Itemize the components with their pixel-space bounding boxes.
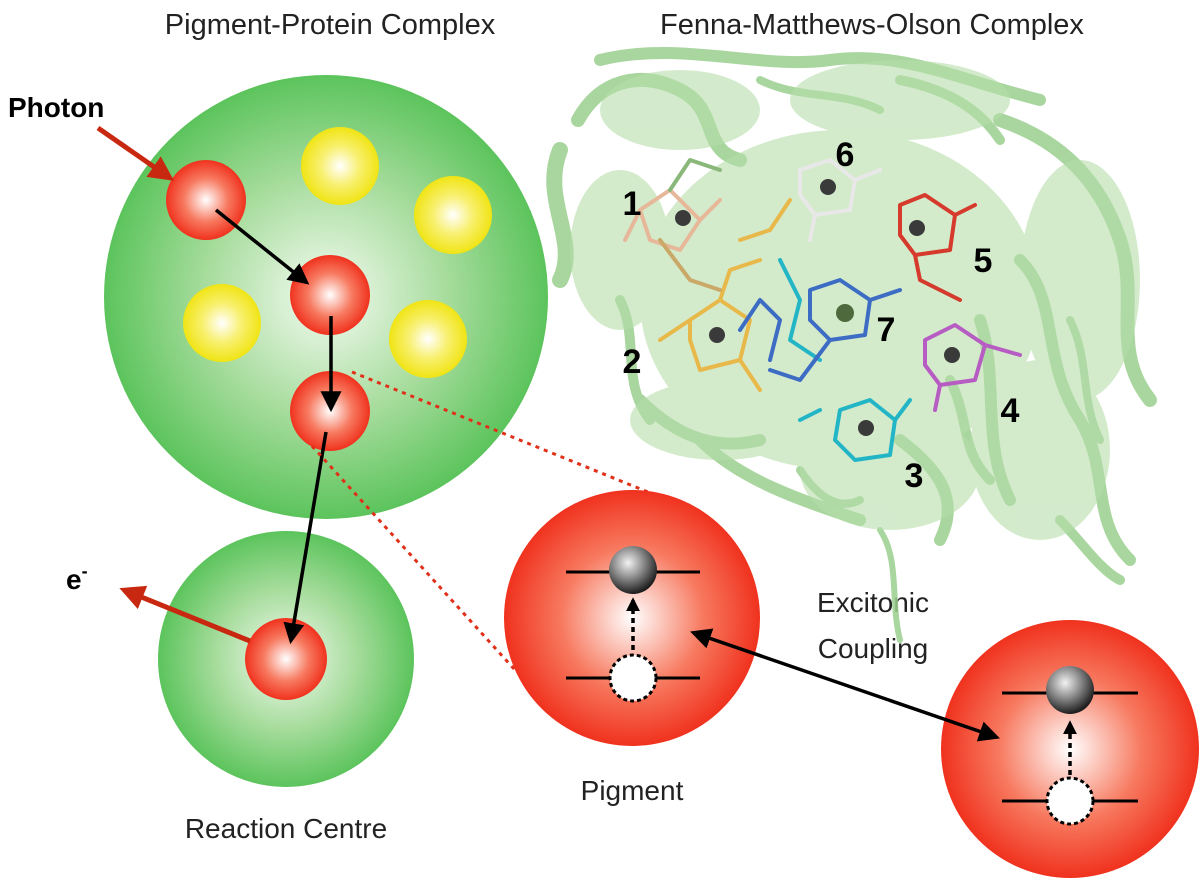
fmo-protein-structure — [546, 46, 1157, 643]
site-6-pigment — [798, 158, 882, 242]
title-pigment-protein-complex: Pigment-Protein Complex — [165, 9, 496, 41]
excitonic-label-line1: Excitonic — [817, 587, 929, 618]
photon-label: Photon — [8, 92, 104, 123]
electron-ball — [1046, 666, 1094, 714]
electron-label: e- — [66, 561, 88, 595]
reaction-centre-label: Reaction Centre — [185, 813, 387, 844]
electron-arrow — [119, 585, 251, 644]
fmo-site-label-2: 2 — [623, 343, 642, 381]
fmo-site-label-4: 4 — [1001, 392, 1020, 430]
fmo-site-label-6: 6 — [836, 136, 855, 174]
site-3-pigment — [798, 398, 912, 462]
red-pigment — [166, 160, 246, 240]
photon-arrow — [96, 125, 175, 181]
yellow-pigment — [183, 284, 261, 362]
transfer-arrow — [214, 208, 310, 285]
reaction-centre-pigment — [245, 618, 327, 700]
yellow-pigment — [301, 127, 379, 205]
red-pigment — [290, 255, 370, 335]
fmo-site-label-3: 3 — [905, 457, 924, 495]
pigment-label: Pigment — [581, 775, 684, 806]
yellow-pigment — [389, 300, 467, 378]
hole — [608, 653, 658, 703]
fmo-site-label-1: 1 — [623, 185, 642, 223]
site-5-pigment — [898, 193, 977, 302]
yellow-pigment — [414, 176, 492, 254]
electron-ball — [609, 546, 657, 594]
hole — [1045, 776, 1095, 826]
site-1-pigment — [623, 188, 722, 252]
neighbour-pigment — [941, 620, 1199, 878]
title-fmo-complex: Fenna-Matthews-Olson Complex — [660, 9, 1084, 41]
excitonic-coupling-arrow — [690, 628, 1000, 742]
site-7-pigment — [768, 278, 902, 382]
zoomed-pigment — [504, 490, 760, 746]
neighbour-pigment-sphere — [941, 620, 1199, 878]
site-4-pigment — [923, 323, 1022, 412]
fmo-site-label-5: 5 — [974, 242, 993, 280]
site-2-pigment — [658, 258, 762, 392]
excitonic-label-line2: Coupling — [818, 633, 929, 664]
transfer-arrow — [283, 431, 328, 645]
fmo-site-label-7: 7 — [877, 311, 896, 349]
